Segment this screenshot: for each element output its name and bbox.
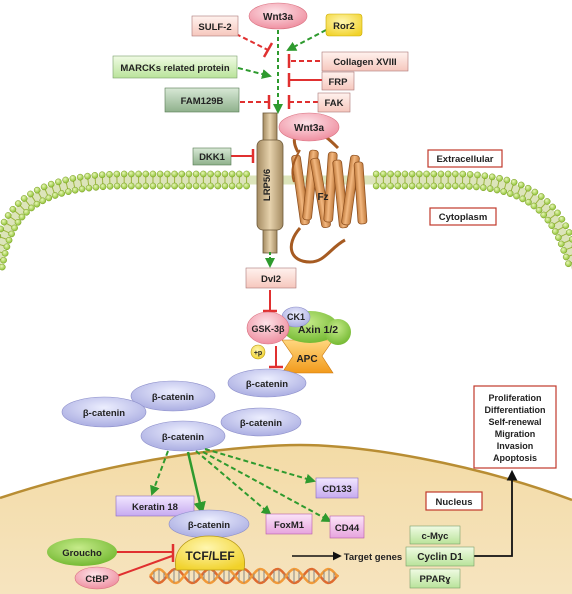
dvl2-label: Dvl2: [261, 274, 281, 285]
dvl2-box: Dvl2: [245, 267, 297, 289]
target-genes-label: Target genes: [344, 552, 402, 563]
cd44-label: CD44: [335, 523, 360, 534]
ck1-label: CK1: [287, 312, 305, 322]
wnt3a-ligand: Wnt3a: [248, 2, 308, 30]
foxm1-box: FoxM1: [265, 513, 313, 535]
beta-catenin-node: [130, 380, 216, 412]
keratin18-label: Keratin 18: [132, 502, 178, 513]
cell-membrane: [0, 170, 572, 271]
lrp-receptor: LRP5/6: [256, 112, 284, 254]
fak-label: FAK: [325, 98, 344, 109]
extracellular-label: Extracellular: [436, 154, 493, 165]
outcome-item: Migration: [495, 429, 536, 439]
beta-catenin-node: [220, 407, 302, 437]
beta-catenin-label: β-catenin: [240, 418, 282, 429]
cytoplasm-label-box: Cytoplasm: [429, 207, 497, 226]
ctbp-label: CtBP: [85, 574, 109, 585]
keratin18-box: Keratin 18: [115, 495, 195, 517]
beta-catenin-pool: β-catenin β-catenin β-catenin β-catenin …: [61, 368, 307, 452]
cyclind1-box: Cyclin D1: [405, 546, 475, 567]
ppar-box: PPARɣ: [409, 568, 461, 589]
nuclear-beta-catenin-label: β-catenin: [188, 520, 230, 531]
frp-label: FRP: [329, 77, 349, 88]
dkk1-box: DKK1: [192, 147, 232, 166]
wnt3a-label: Wnt3a: [263, 12, 293, 23]
top-connectors: [231, 29, 327, 369]
nuclear-connectors: [113, 448, 518, 578]
fak-box: FAK: [317, 92, 351, 113]
tcf-lef: [175, 535, 246, 571]
cmyc-box: c-Myc: [409, 525, 461, 545]
gsk-label: GSK-3β: [252, 324, 286, 334]
cytoplasm-label: Cytoplasm: [439, 212, 488, 223]
outcome-item: Invasion: [497, 441, 534, 451]
nucleus-label-box: Nucleus: [425, 491, 483, 511]
apc-label: APC: [296, 354, 317, 365]
beta-catenin-node: [227, 368, 307, 398]
ctbp-node: CtBP: [74, 566, 120, 590]
extracellular-label-box: Extracellular: [427, 149, 503, 168]
cd133-label: CD133: [322, 484, 352, 495]
beta-catenin-node: [140, 420, 226, 452]
groucho-label: Groucho: [62, 548, 102, 559]
wnt3a-bound-label: Wnt3a: [294, 123, 324, 134]
foxm1-label: FoxM1: [274, 520, 305, 531]
marcks-label: MARCKs related protein: [120, 63, 229, 74]
cd133-box: CD133: [315, 477, 359, 499]
fam129b-box: FAM129B: [164, 87, 240, 113]
outcome-item: Apoptosis: [493, 453, 537, 463]
wnt3a-bound: Wnt3a: [278, 112, 340, 142]
fz-label: Fz: [317, 192, 328, 203]
cd44-box: CD44: [329, 515, 365, 539]
sulf2-label: SULF-2: [198, 22, 231, 33]
sulf2-box: SULF-2: [191, 15, 239, 37]
outcome-item: Self-renewal: [488, 417, 541, 427]
cmyc-label: c-Myc: [422, 531, 449, 542]
collagen-box: Collagen XVIII: [321, 51, 409, 72]
fam129b-label: FAM129B: [181, 96, 224, 107]
collagen-label: Collagen XVIII: [333, 57, 396, 68]
outcome-item: Differentiation: [484, 405, 545, 415]
transcription-complex: β-catenin TCF/LEF: [168, 509, 250, 571]
cyclind1-label: Cyclin D1: [417, 552, 463, 563]
dkk1-label: DKK1: [199, 152, 226, 163]
phospho-label: +p: [254, 350, 262, 357]
destruction-complex: CK1 GSK-3β Axin 1/2 APC +p: [246, 306, 351, 374]
lrp-label: LRP5/6: [262, 169, 273, 201]
ppar-label: PPARɣ: [420, 574, 452, 585]
beta-catenin-node: [61, 396, 147, 428]
tcf-lef-label: TCF/LEF: [185, 549, 234, 563]
frp-box: FRP: [321, 71, 355, 91]
axin-label: Axin 1/2: [298, 324, 338, 336]
beta-catenin-label: β-catenin: [246, 379, 288, 390]
cellular-outcomes: Proliferation Differentiation Self-renew…: [473, 385, 557, 469]
outcome-item: Proliferation: [488, 393, 541, 403]
frizzled-receptor: Fz: [289, 128, 368, 264]
ror2-box: Ror2: [325, 13, 363, 37]
marcks-box: MARCKs related protein: [112, 55, 238, 79]
beta-catenin-label: β-catenin: [83, 408, 125, 419]
beta-catenin-label: β-catenin: [162, 432, 204, 443]
groucho-node: Groucho: [47, 538, 117, 566]
ror2-label: Ror2: [333, 21, 355, 32]
beta-catenin-label: β-catenin: [152, 392, 194, 403]
nucleus-label: Nucleus: [436, 497, 473, 508]
